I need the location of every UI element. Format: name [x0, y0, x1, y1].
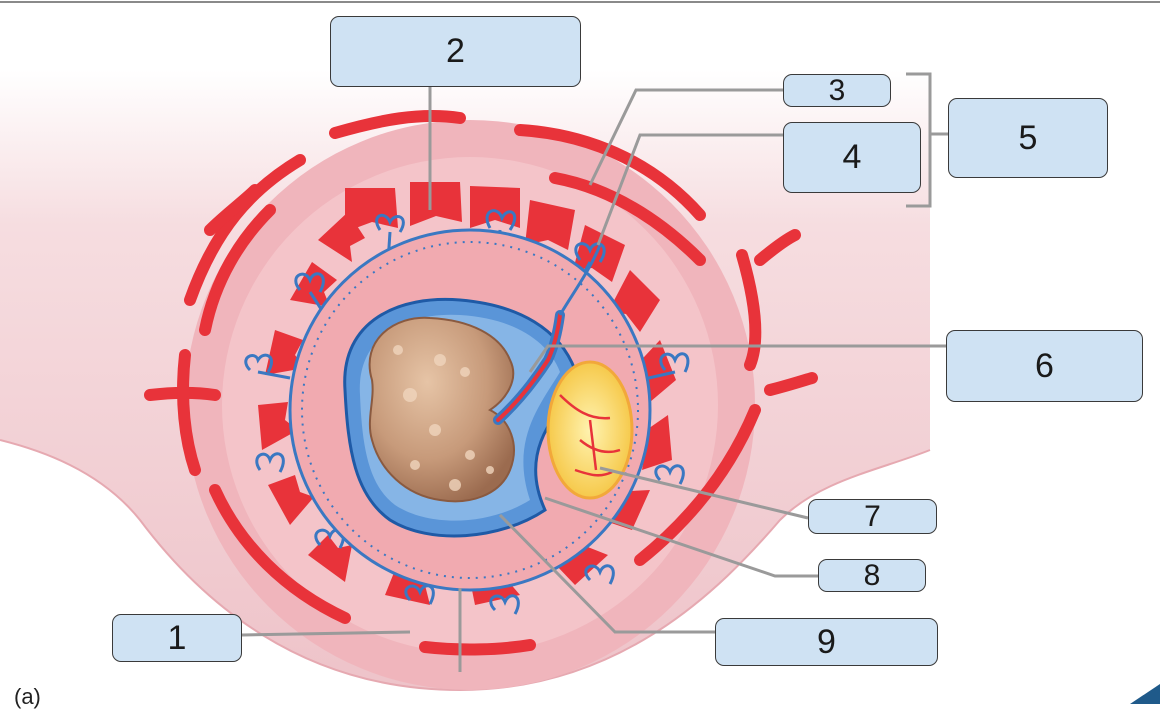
umbilical-cord-artery [496, 313, 562, 422]
label-text-4: 4 [842, 138, 862, 176]
label-text-3: 3 [828, 73, 846, 107]
label-text-5: 5 [1018, 118, 1038, 157]
embryo-texture [393, 345, 494, 491]
yolk-sac-vessels [559, 394, 621, 477]
label-box-5[interactable]: 5 [948, 98, 1108, 178]
label-text-7: 7 [864, 499, 881, 533]
corner-triangle [1130, 684, 1160, 704]
label-text-9: 9 [817, 622, 836, 661]
cord-vessels [558, 244, 602, 316]
label-box-7[interactable]: 7 [808, 499, 937, 534]
label-text-1: 1 [167, 618, 187, 657]
label-box-1[interactable]: 1 [112, 614, 242, 662]
embryo [368, 316, 515, 503]
label-box-3[interactable]: 3 [783, 74, 891, 107]
label-box-8[interactable]: 8 [818, 559, 926, 592]
label-box-6[interactable]: 6 [946, 330, 1143, 402]
chorion-inner [301, 241, 639, 579]
label-box-2[interactable]: 2 [330, 16, 581, 87]
bracket-5 [906, 72, 948, 208]
label-text-6: 6 [1035, 346, 1054, 385]
label-box-4[interactable]: 4 [783, 122, 921, 193]
figure-letter: (a) [14, 684, 41, 709]
label-box-9[interactable]: 9 [715, 618, 938, 666]
label-text-8: 8 [863, 558, 881, 592]
uterine-lumen-edge [0, 439, 931, 692]
label-text-2: 2 [446, 32, 465, 70]
leader-lines [241, 87, 946, 672]
